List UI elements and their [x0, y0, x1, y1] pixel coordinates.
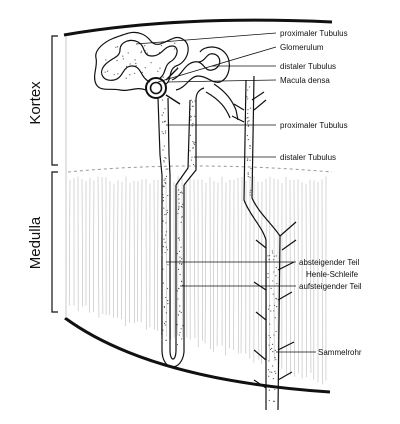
label-proximaler-tubulus-1: proximaler Tubulus: [280, 29, 348, 38]
efferent-arteriole: [165, 94, 181, 105]
leader-lines: [135, 32, 316, 353]
leader-glomerulum: [157, 46, 277, 83]
label-aufsteigender-teil: aufsteigender Teil: [299, 282, 362, 291]
corticomedullary-border: [67, 165, 333, 173]
collecting-duct-branch-top: [231, 91, 267, 123]
label-sammelrohr: Sammelrohr: [318, 348, 362, 357]
region-label-medulla: Medulla: [27, 216, 44, 269]
label-glomerulum: Glomerulum: [280, 43, 324, 52]
distal-convolution: [171, 53, 221, 81]
medulla-bracket: [51, 171, 58, 313]
tissue-bottom-edge: [64, 316, 331, 394]
leader-proximaler-tubulus-1: [135, 32, 277, 45]
proximal-convolution: [101, 39, 178, 83]
connecting-tubule: [213, 83, 239, 121]
collecting-duct-branch-mid: [253, 261, 295, 321]
tissue-section: [63, 18, 333, 394]
nephron: [93, 31, 297, 411]
structure-labels: proximaler Tubulus Glomerulum distaler T…: [280, 29, 362, 357]
region-label-kortex: Kortex: [27, 81, 44, 125]
tubule-stippling: [104, 42, 278, 403]
leader-macula-densa: [167, 79, 277, 83]
label-distaler-tubulus-2: distaler Tubulus: [280, 153, 336, 162]
label-absteigender-teil: absteigender Teil: [299, 258, 360, 267]
medulla-striations: [68, 176, 327, 385]
kortex-bracket: [51, 35, 58, 166]
label-henle-schleife: Henle-Schleife: [306, 270, 359, 279]
collecting-duct: [243, 79, 267, 410]
label-macula-densa: Macula densa: [280, 76, 330, 85]
glomerulum-capsule: [145, 77, 167, 99]
capsule-top-edge: [63, 18, 333, 37]
glomerulum-capillaries: [149, 81, 163, 95]
collecting-duct-branch-low: [253, 341, 295, 389]
henle-descending-limb: [157, 97, 185, 368]
label-distaler-tubulus-1: distaler Tubulus: [280, 62, 336, 71]
collecting-duct-branch-upper: [255, 221, 297, 251]
label-proximaler-tubulus-2: proximaler Tubulus: [280, 121, 348, 130]
henle-ascending-limb: [183, 87, 205, 186]
